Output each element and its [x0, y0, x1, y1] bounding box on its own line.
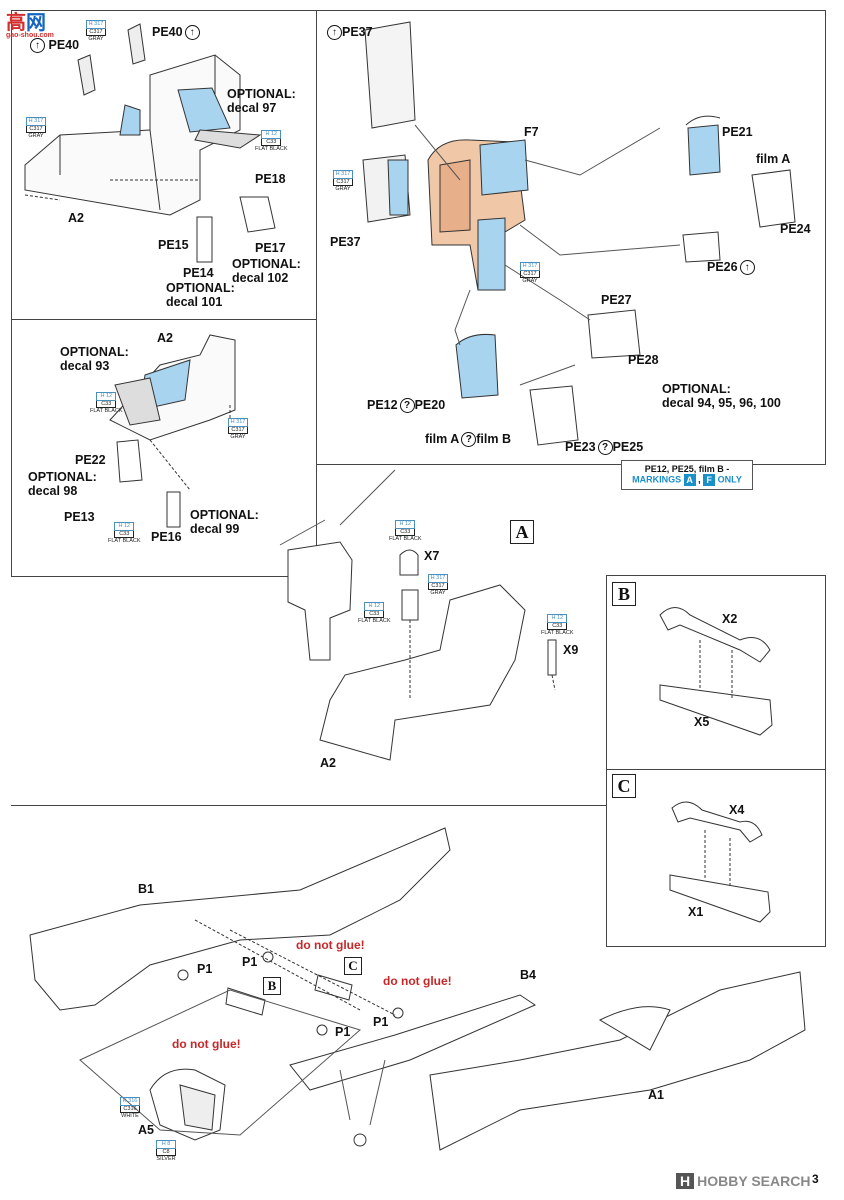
panel-mid-left [11, 319, 317, 577]
glue-icon [353, 1133, 367, 1147]
section-tag-c: C [612, 774, 636, 798]
label-opt93: OPTIONAL:decal 93 [60, 345, 129, 373]
label-opt99: OPTIONAL:decal 99 [190, 508, 259, 536]
label-f7: F7 [524, 125, 539, 139]
label-b4: B4 [520, 968, 536, 982]
watermark-logo: 高网 gao-shou.com [6, 12, 54, 39]
label-x2: X2 [722, 612, 738, 626]
label-pe26: PE26↑ [707, 260, 755, 276]
arrow-up-circle-icon: ↑ [30, 38, 45, 54]
page-number: 3 [812, 1172, 819, 1186]
panel-decal-97 [177, 87, 231, 133]
label-a5: A5 [138, 1123, 154, 1137]
label-pe40-right: PE40↑ [152, 25, 200, 41]
label-pe16: PE16 [151, 530, 182, 544]
label-b1: B1 [138, 882, 154, 896]
label-pe40-left: ↑ PE40 [28, 38, 79, 54]
label-pe18: PE18 [255, 172, 286, 186]
section-tag-b: B [612, 582, 636, 606]
label-opt101: OPTIONAL:decal 101 [166, 281, 235, 309]
label-opt102: OPTIONAL:decal 102 [232, 257, 301, 285]
label-a2-section: A2 [320, 756, 336, 770]
label-film-a-b: film A?film B [425, 432, 511, 448]
label-opt94: OPTIONAL:decal 94, 95, 96, 100 [662, 382, 781, 410]
label-x1: X1 [688, 905, 704, 919]
label-x4: X4 [729, 803, 745, 817]
arrow-up-circle-icon: ↑ [739, 260, 755, 276]
section-tag-b-bottom: B [263, 977, 281, 995]
label-p1-c: P1 [335, 1025, 351, 1039]
label-pe37-left: PE37 [330, 235, 361, 249]
label-x5: X5 [694, 715, 710, 729]
section-tag-a: A [510, 520, 534, 544]
label-a2-top: A2 [68, 211, 84, 225]
label-pe17: PE17 [255, 241, 286, 255]
label-x7: X7 [424, 549, 440, 563]
label-pe14: PE14 [183, 266, 214, 280]
question-circle-icon: ? [461, 432, 477, 448]
question-circle-icon: ? [597, 440, 613, 456]
label-film-a: film A [756, 152, 791, 166]
label-pe22: PE22 [75, 453, 106, 467]
label-pe21: PE21 [722, 125, 753, 139]
label-pe28: PE28 [628, 353, 659, 367]
label-pe15: PE15 [158, 238, 189, 252]
panel-top-right [316, 10, 826, 465]
arrow-up-circle-icon: ↑ [184, 25, 200, 41]
label-opt98: OPTIONAL:decal 98 [28, 470, 97, 498]
label-pe27: PE27 [601, 293, 632, 307]
question-circle-icon: ? [399, 398, 415, 414]
markings-note: PE12, PE25, film B - MARKINGS A , F ONLY [621, 460, 753, 490]
label-pe24: PE24 [780, 222, 811, 236]
label-p1-a: P1 [197, 962, 213, 976]
label-pe13: PE13 [64, 510, 95, 524]
label-x9: X9 [563, 643, 579, 657]
label-p1-d: P1 [373, 1015, 389, 1029]
label-pe37-top: ↑PE37 [325, 25, 373, 41]
label-pe23-pe25: PE23?PE25 [565, 440, 644, 456]
label-a1: A1 [648, 1088, 664, 1102]
warning-do-not-glue-3: do not glue! [172, 1037, 241, 1051]
label-p1-b: P1 [242, 955, 258, 969]
section-tag-c-bottom: C [344, 957, 362, 975]
label-opt97: OPTIONAL:decal 97 [227, 87, 296, 115]
label-a2-mid: A2 [157, 331, 173, 345]
arrow-up-circle-icon: ↑ [327, 25, 342, 41]
warning-do-not-glue-2: do not glue! [383, 974, 452, 988]
panel-section-c [606, 769, 826, 947]
warning-do-not-glue-1: do not glue! [296, 938, 365, 952]
label-pe12-pe20: PE12?PE20 [367, 398, 446, 414]
panel-bottom [11, 805, 607, 806]
